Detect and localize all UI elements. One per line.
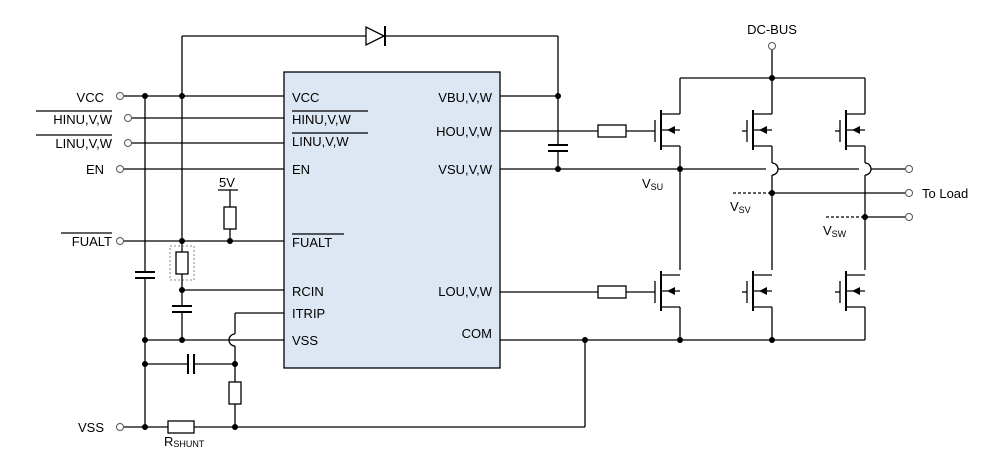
ic-pin-vb: VBU,V,W	[438, 90, 492, 105]
ic-pin-en: EN	[292, 162, 310, 177]
junction	[555, 93, 561, 99]
resistor-shunt	[167, 420, 195, 434]
label-vsv: VSV	[730, 199, 751, 215]
ic-pin-fault: FUALT	[292, 235, 332, 250]
mosfet-u-low	[654, 271, 680, 311]
input-label-fault: FUALT	[72, 234, 112, 249]
junction	[582, 337, 588, 343]
junction	[179, 238, 185, 244]
terminal-fault	[116, 237, 124, 245]
terminal-out-w	[905, 213, 913, 221]
input-label-vss: VSS	[78, 420, 104, 435]
ic-pin-vcc: VCC	[292, 90, 319, 105]
wire-crossover-v	[771, 162, 779, 176]
ic-pin-itrip: ITRIP	[292, 306, 325, 321]
ic-pin-vss: VSS	[292, 333, 318, 348]
terminal-hin	[124, 114, 132, 122]
mosfet-v-high	[742, 108, 773, 150]
ic-pin-rcin: RCIN	[292, 284, 324, 299]
resistor-rcin	[175, 251, 189, 275]
ic-pin-lin: LINU,V,W	[292, 134, 349, 149]
wire-crossover-w	[864, 162, 872, 176]
label-vsu: VSU	[642, 176, 663, 192]
terminal-out-u	[905, 165, 913, 173]
junction	[142, 93, 148, 99]
input-label-lin: LINU,V,W	[55, 136, 112, 151]
ic-pin-hin: HINU,V,W	[292, 112, 351, 127]
terminal-vss	[116, 423, 124, 431]
mosfet-w-low	[835, 271, 865, 311]
terminal-vcc	[116, 92, 124, 100]
label-rshunt: RSHUNT	[164, 434, 205, 449]
gate-resistor-high	[597, 124, 627, 138]
terminal-lin	[124, 139, 132, 147]
junction	[227, 238, 233, 244]
bootstrap-diode	[365, 25, 386, 47]
gate-driver-ic	[283, 71, 501, 369]
input-label-en: EN	[86, 162, 104, 177]
wire-crossover	[228, 333, 236, 347]
input-label-hin: HINU,V,W	[53, 112, 112, 127]
junction	[179, 287, 185, 293]
mosfet-w-high	[835, 108, 866, 150]
resistor-itrip	[228, 381, 242, 405]
label-dc-bus: DC-BUS	[747, 22, 797, 37]
resistor-fault-pullup	[223, 206, 237, 230]
junction	[179, 93, 185, 99]
terminal-en	[116, 165, 124, 173]
terminal-out-v	[905, 189, 913, 197]
input-label-vcc: VCC	[77, 90, 104, 105]
terminal-dc-bus	[768, 42, 776, 50]
junction	[142, 337, 148, 343]
label-vsw: VSW	[823, 223, 847, 239]
gate-resistor-low	[597, 285, 627, 299]
junction	[179, 337, 185, 343]
mosfet-u-high	[654, 108, 681, 150]
ic-pin-lo: LOU,V,W	[438, 284, 492, 299]
label-to-load: To Load	[922, 186, 968, 201]
label-5v: 5V	[219, 175, 235, 190]
ic-pin-com: COM	[462, 326, 492, 341]
mosfet-v-low	[742, 271, 772, 311]
ic-pin-vs: VSU,V,W	[438, 162, 492, 177]
ic-pin-ho: HOU,V,W	[436, 124, 493, 139]
